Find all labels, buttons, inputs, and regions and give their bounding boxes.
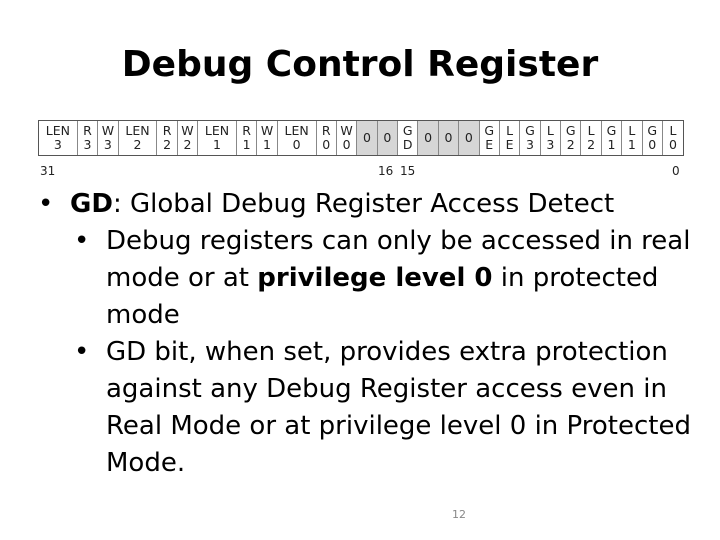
- bullet-dot-icon: •: [74, 226, 90, 256]
- register-field-name: L: [546, 123, 554, 138]
- register-field-index: 1: [213, 137, 221, 152]
- register-field-index: 2: [587, 137, 596, 152]
- bullet-gd-protection: • GD bit, when set, provides extra prote…: [34, 334, 694, 482]
- register-field-16: 0: [438, 121, 460, 155]
- register-field-value: 0: [424, 130, 433, 145]
- bit-label-31: 31: [40, 164, 56, 178]
- slide-body: • GD: Global Debug Register Access Detec…: [34, 186, 694, 482]
- register-field-index: D: [402, 137, 413, 152]
- register-field-name: W: [181, 123, 194, 138]
- register-field-17: 0: [459, 121, 480, 155]
- register-field-index: 3: [103, 137, 112, 152]
- register-field-index: 0: [322, 137, 331, 152]
- register-field-index: 0: [648, 137, 657, 152]
- register-field-index: 2: [566, 137, 575, 152]
- register-field-name: LEN: [204, 123, 230, 138]
- register-field-index: 0: [292, 137, 301, 152]
- register-field-name: W: [101, 123, 115, 138]
- register-field-index: 1: [607, 137, 616, 152]
- bullet-access-rule: • Debug registers can only be accessed i…: [34, 223, 694, 334]
- register-field-13: 0: [377, 121, 398, 155]
- register-field-value: 0: [383, 130, 392, 145]
- page-number: 12: [452, 508, 466, 521]
- bit-label-0: 0: [672, 164, 680, 178]
- register-field-index: 3: [546, 137, 555, 152]
- register-field-index: E: [505, 137, 514, 152]
- register-field-index: 3: [53, 137, 62, 152]
- register-field-index: 0: [342, 137, 351, 152]
- register-field-name: G: [402, 123, 413, 138]
- slide-title: Debug Control Register: [121, 44, 599, 85]
- register-field-name: L: [506, 123, 514, 138]
- register-field-name: LEN: [125, 123, 150, 138]
- register-field-index: 2: [133, 137, 142, 152]
- register-field-value: 0: [362, 130, 371, 145]
- register-field-name: LEN: [45, 123, 71, 138]
- register-field-12: 0: [357, 121, 378, 155]
- register-field-value: 0: [444, 130, 453, 145]
- register-field-index: 2: [163, 137, 172, 152]
- access-rule-text-a: Debug registers can only be accessed in …: [106, 226, 691, 293]
- register-field-15: 0: [418, 121, 439, 155]
- bullet-gd: • GD: Global Debug Register Access Detec…: [34, 186, 694, 223]
- register-field-name: L: [628, 123, 636, 138]
- register-field-index: 3: [83, 137, 92, 152]
- register-field-name: G: [525, 123, 535, 138]
- register-field-name: G: [565, 123, 576, 138]
- register-field-index: 0: [669, 137, 677, 152]
- privilege-level-term: privilege level 0: [257, 263, 493, 293]
- register-field-name: W: [260, 123, 274, 138]
- bit-label-16: 16: [378, 164, 394, 178]
- register-field-name: G: [647, 123, 658, 138]
- bit-label-15: 15: [400, 164, 416, 178]
- register-field-name: L: [669, 123, 677, 138]
- gd-protection-text: GD bit, when set, provides extra protect…: [106, 337, 691, 478]
- register-field-name: LEN: [284, 123, 309, 138]
- register-field-name: R: [83, 123, 92, 138]
- register-field-name: R: [242, 123, 251, 138]
- register-field-index: 3: [525, 137, 534, 152]
- register-field-index: 1: [242, 137, 251, 152]
- register-field-name: G: [606, 123, 617, 138]
- gd-term: GD: [70, 189, 113, 219]
- register-field-name: R: [321, 123, 331, 138]
- register-field-name: R: [162, 123, 172, 138]
- register-field-index: E: [485, 137, 494, 152]
- gd-description: : Global Debug Register Access Detect: [112, 189, 615, 219]
- register-field-value: 0: [464, 130, 473, 145]
- register-field-name: W: [340, 123, 353, 138]
- bullet-dot-icon: •: [74, 337, 90, 367]
- register-field-index: 1: [627, 137, 636, 152]
- register-field-index: 2: [183, 137, 192, 152]
- register-field-name: G: [484, 123, 495, 138]
- register-field-name: L: [587, 123, 595, 138]
- access-rule-text-b: in protected mode: [106, 263, 659, 330]
- register-field-index: 1: [263, 137, 271, 152]
- bullet-dot-icon: •: [38, 189, 54, 219]
